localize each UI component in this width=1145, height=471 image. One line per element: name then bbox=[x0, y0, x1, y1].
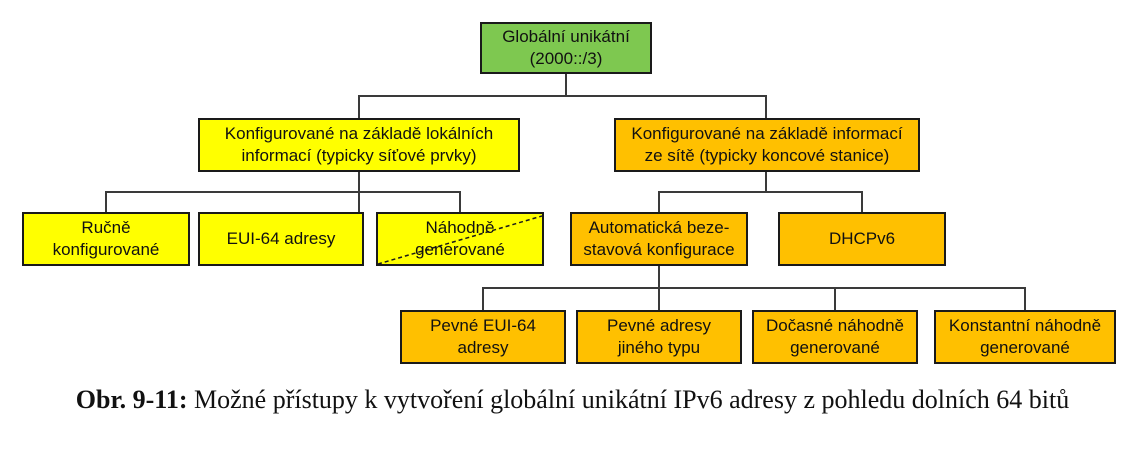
node-fixed-other: Pevné adresy jiného typu bbox=[576, 310, 742, 364]
node-temporary-random: Dočasné náhodně generované bbox=[752, 310, 918, 364]
node-random-line2: generované bbox=[415, 240, 505, 259]
node-slaac: Automatická beze- stavová konfigurace bbox=[570, 212, 748, 266]
node-temp-random-line1: Dočasné náhodně bbox=[765, 316, 904, 335]
node-local-line1: Konfigurované na základě lokálních bbox=[224, 124, 494, 143]
node-random-generated: Náhodně generované bbox=[376, 212, 544, 266]
node-manual-line2: konfigurované bbox=[52, 240, 160, 259]
node-dhcpv6-line1: DHCPv6 bbox=[828, 229, 896, 248]
node-fixed-other-line1: Pevné adresy bbox=[607, 316, 711, 335]
node-eui64: EUI-64 adresy bbox=[198, 212, 364, 266]
node-network-line2: ze sítě (typicky koncové stanice) bbox=[644, 146, 890, 165]
connector-lines bbox=[105, 74, 1026, 310]
node-local-config: Konfigurované na základě lokálních infor… bbox=[198, 118, 520, 172]
node-slaac-line1: Automatická beze- bbox=[588, 218, 730, 237]
node-fixed-eui64: Pevné EUI-64 adresy bbox=[400, 310, 566, 364]
node-constant-random: Konstantní náhodně generované bbox=[934, 310, 1116, 364]
node-eui64-line1: EUI-64 adresy bbox=[226, 229, 336, 248]
node-const-random-line1: Konstantní náhodně bbox=[948, 316, 1102, 335]
node-temp-random-line2: generované bbox=[790, 338, 880, 357]
dashed-diagonal-line bbox=[378, 215, 542, 264]
node-manual-line1: Ručně bbox=[81, 218, 131, 237]
node-global-unique: Globální unikátní (2000::/3) bbox=[480, 22, 652, 74]
node-root-line2: (2000::/3) bbox=[529, 49, 603, 68]
node-fixed-other-line2: jiného typu bbox=[617, 338, 701, 357]
node-dhcpv6: DHCPv6 bbox=[778, 212, 946, 266]
node-network-line1: Konfigurované na základě informací bbox=[631, 124, 903, 143]
connector-root bbox=[358, 74, 767, 118]
node-random-line1: Náhodně bbox=[425, 218, 495, 237]
connector-local bbox=[105, 172, 461, 212]
node-const-random-line2: generované bbox=[980, 338, 1070, 357]
node-network-config: Konfigurované na základě informací ze sí… bbox=[614, 118, 920, 172]
caption-label: Obr. 9-11: bbox=[75, 385, 188, 414]
node-local-line2: informací (typicky síťové prvky) bbox=[241, 146, 477, 165]
caption-text: Možné přístupy k vytvoření globální unik… bbox=[187, 385, 1070, 414]
figure-caption: Obr. 9-11: Možné přístupy k vytvoření gl… bbox=[0, 384, 1145, 416]
node-slaac-line2: stavová konfigurace bbox=[583, 240, 735, 259]
node-fixed-eui64-line1: Pevné EUI-64 bbox=[430, 316, 536, 335]
node-manual: Ručně konfigurované bbox=[22, 212, 190, 266]
node-fixed-eui64-line2: adresy bbox=[457, 338, 509, 357]
connector-network bbox=[658, 172, 863, 212]
connector-slaac bbox=[482, 266, 1026, 310]
node-root-line1: Globální unikátní bbox=[502, 27, 630, 46]
